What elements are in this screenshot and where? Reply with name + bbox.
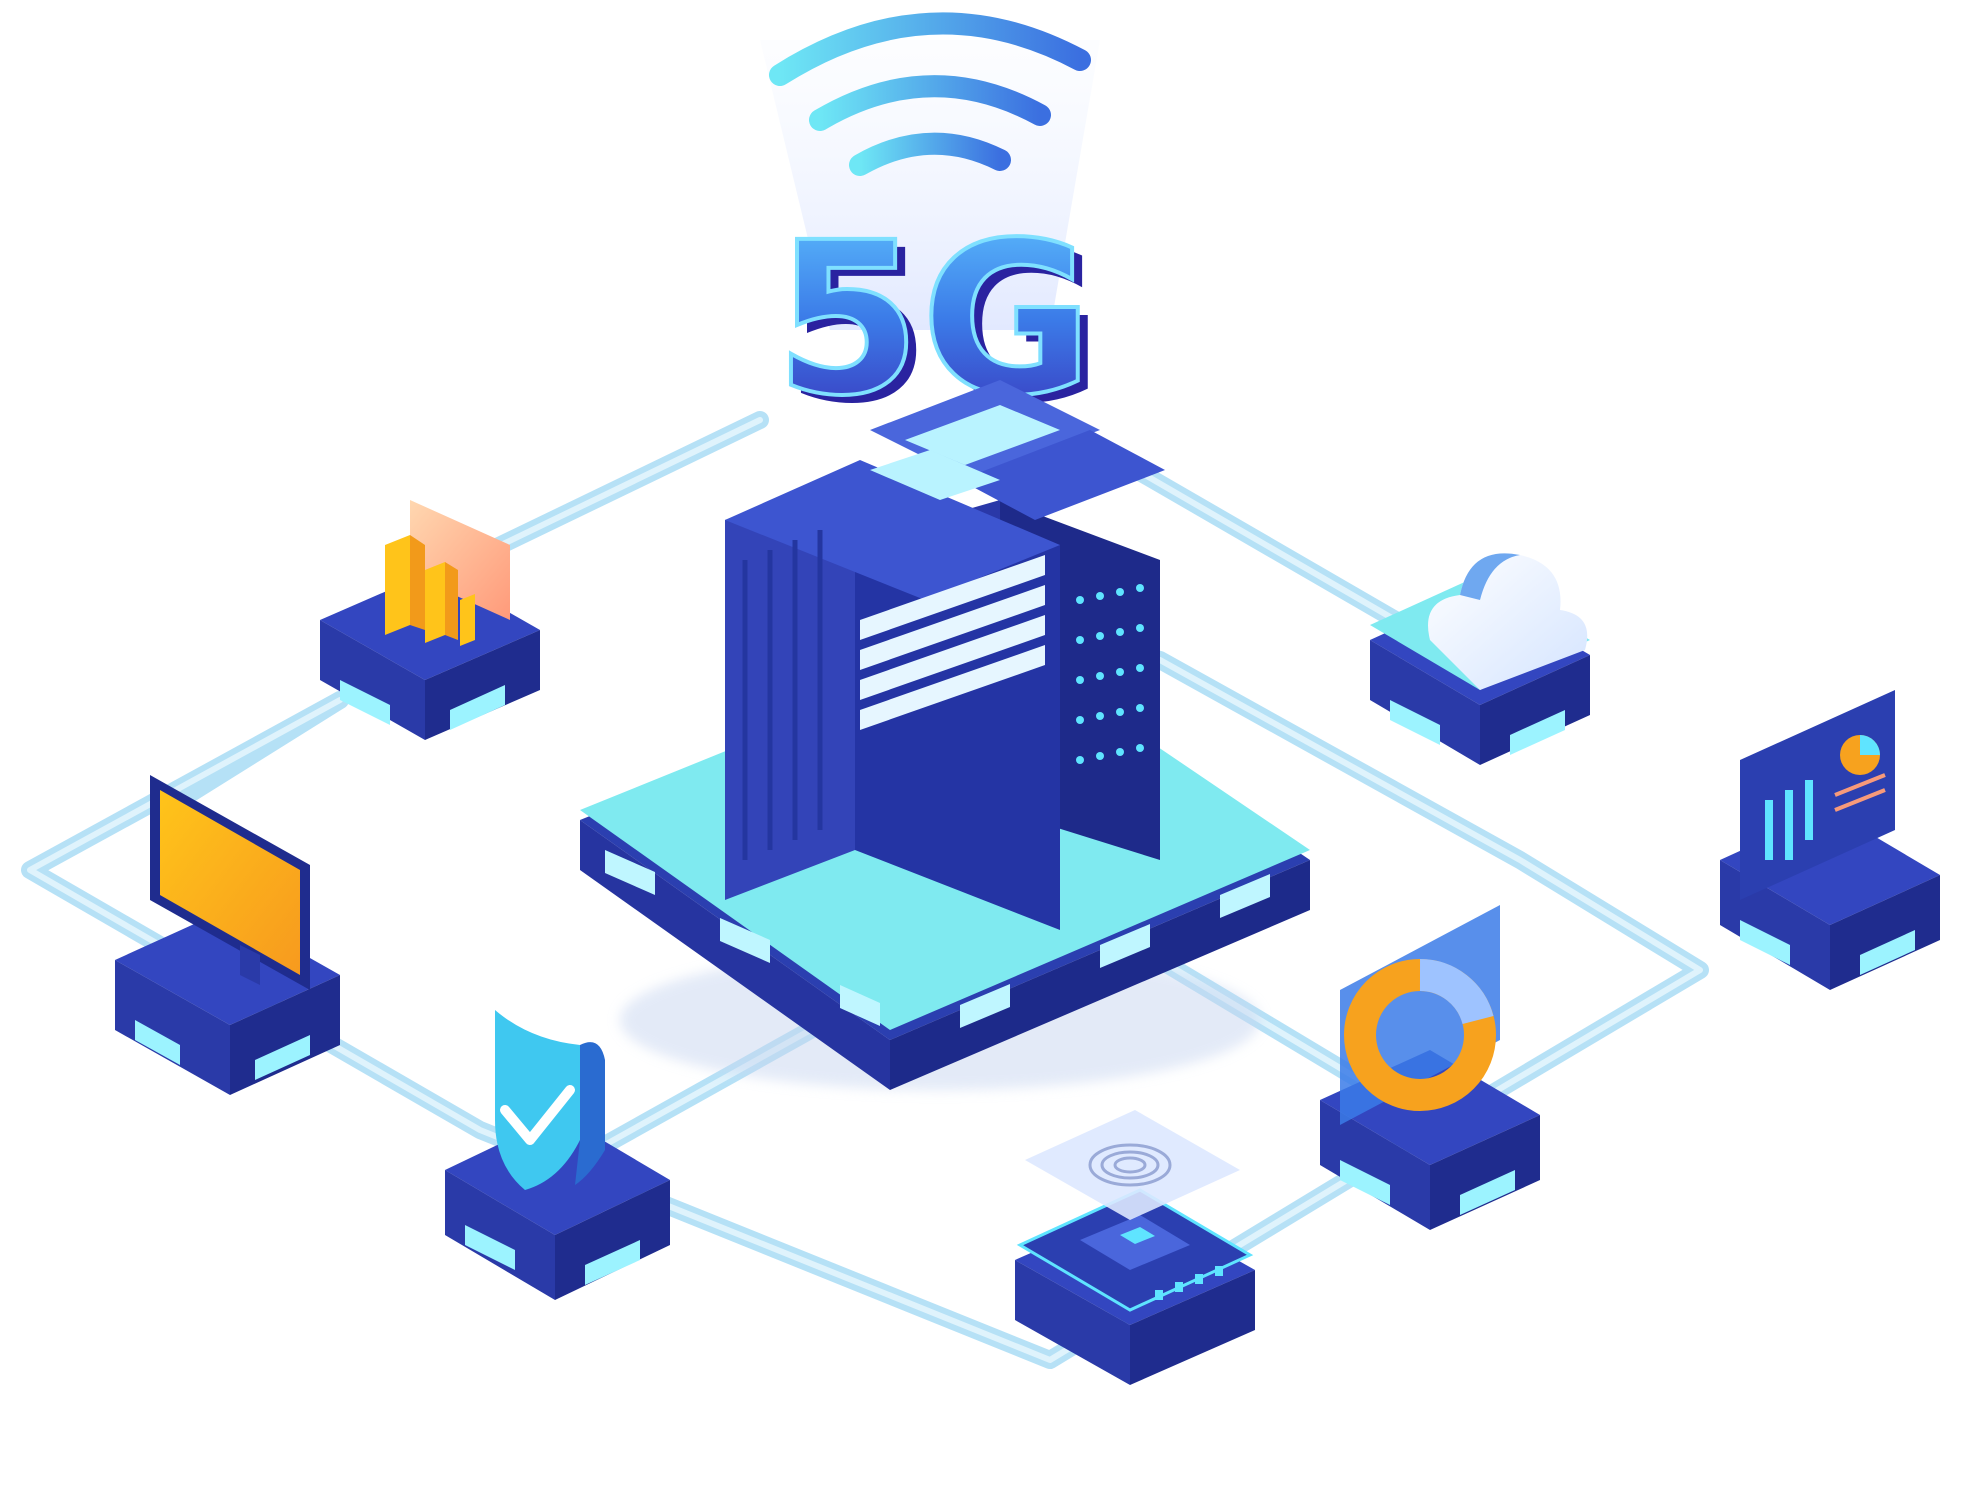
- cloud-icon: [1428, 553, 1588, 690]
- cloud-node: [1370, 553, 1590, 765]
- analytics-screen-node: [1720, 690, 1940, 990]
- fingerprint-chip-node: [1015, 1110, 1255, 1385]
- donut-chart-node: [1320, 905, 1540, 1230]
- shield-check-icon: [495, 1010, 605, 1190]
- fingerprint-chip-icon: [1016, 1110, 1254, 1312]
- analytics-icon: [1740, 690, 1895, 900]
- security-shield-node: [445, 1010, 670, 1300]
- bar-chart-icon: [385, 500, 510, 646]
- monitor-dashboard-node: [115, 775, 340, 1095]
- bar-chart-node: [320, 500, 540, 740]
- wifi-signal-icon: [760, 12, 1100, 330]
- donut-chart-icon: [1340, 905, 1500, 1125]
- server-rack-icon: [725, 380, 1165, 930]
- monitor-icon: [150, 775, 310, 990]
